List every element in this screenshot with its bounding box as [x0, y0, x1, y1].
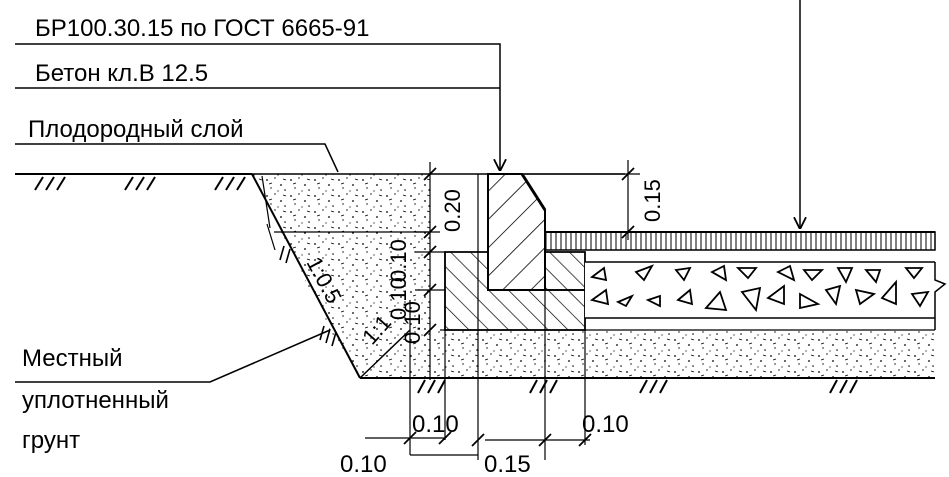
curb-chamfer: [520, 173, 547, 211]
dim-curb-above-pavement: 0.15: [640, 179, 665, 222]
pavement-surface-layer: [544, 231, 936, 251]
dim-upper-layer: 0.10: [386, 239, 411, 282]
leader-lines: [15, 0, 800, 383]
topsoil-label: Плодородный слой: [28, 116, 243, 143]
dim-bottom-left: 0.10: [340, 451, 387, 477]
inner-bed-slope: [359, 329, 411, 379]
base-sand-layer: [330, 330, 935, 378]
concrete-spec-label: Бетон кл.В 12.5: [35, 60, 208, 87]
concrete-foundation-right: [544, 251, 586, 291]
dim-lower-layer: 0.10: [400, 301, 425, 344]
soil-label-line1: Местный: [22, 345, 123, 372]
dim-bottom-right: 0.10: [582, 411, 629, 438]
curb-spec-label: БР100.30.15 по ГОСТ 6665-91: [35, 15, 369, 42]
dimension-ticks: [403, 167, 635, 447]
soil-label-line2: уплотненный: [22, 387, 169, 414]
dimension-lines: [365, 160, 640, 460]
ground-hatch-marks: [34, 176, 246, 191]
dim-bottom-curb: 0.15: [484, 451, 531, 477]
crushed-stone-aggregate: [589, 264, 930, 313]
break-symbol: [934, 262, 947, 330]
dim-bottom-inner: 0.10: [412, 411, 459, 438]
soil-label-line3: грунт: [22, 427, 80, 454]
trench-fill: [252, 174, 430, 330]
bottom-hatch-marks: [417, 379, 858, 394]
dim-curb-top-layer: 0.20: [440, 189, 465, 232]
curb-stone: [487, 173, 546, 291]
dim-middle-layer: 0.10: [386, 277, 411, 320]
